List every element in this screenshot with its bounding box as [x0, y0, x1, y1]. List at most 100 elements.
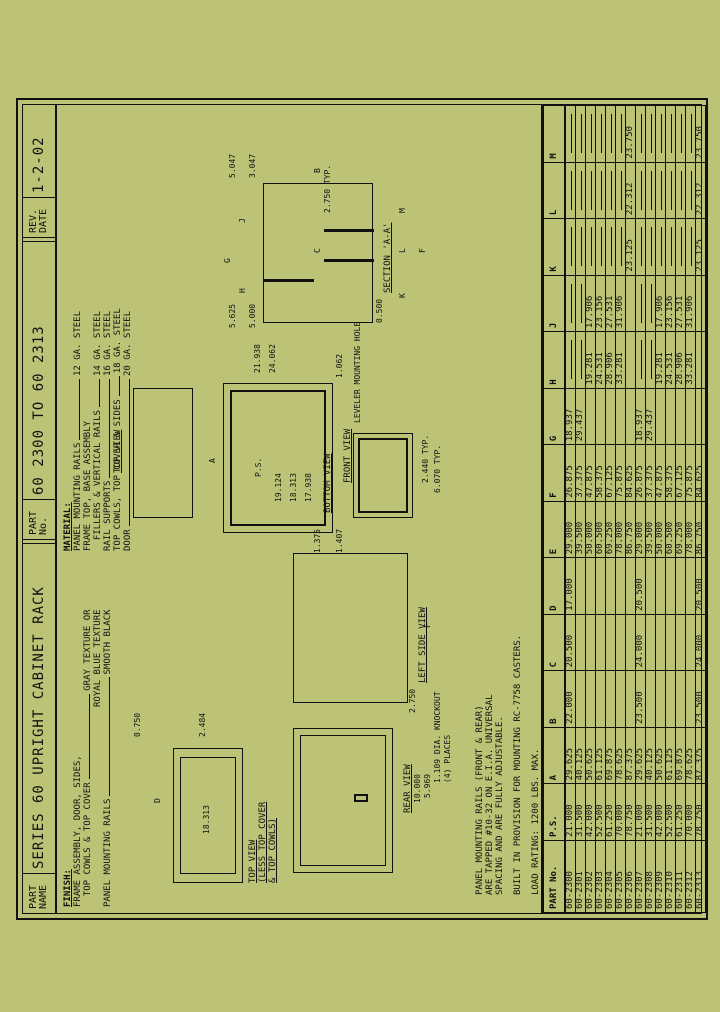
table-cell	[575, 218, 586, 276]
table-cell	[625, 275, 636, 332]
table-cell	[685, 670, 696, 728]
table-cell: 69.250	[675, 501, 686, 558]
table-cell	[665, 670, 676, 728]
table-cell	[585, 557, 596, 615]
table-cell: 39.500	[575, 501, 586, 558]
bottom-view	[353, 433, 413, 518]
table-cell	[645, 331, 656, 389]
table-cell	[625, 670, 636, 728]
table-cell	[605, 670, 616, 728]
table-cell: 60-2312	[685, 840, 696, 913]
finish-item: FRAME ASSEMBLY, DOOR, SIDES,	[73, 609, 83, 907]
table-cell	[655, 218, 666, 276]
dim-label: B	[313, 168, 322, 173]
top-view-label: TOP VIEW	[113, 429, 123, 473]
table-cell: 78.750	[695, 783, 706, 841]
table-cell: 60-2305	[615, 840, 626, 913]
table-cell: 69.875	[675, 727, 686, 784]
table-cell	[635, 218, 646, 276]
dim-label: F	[423, 623, 432, 628]
dim-label: 3.047	[248, 153, 257, 178]
table-cell: 60-2313	[695, 840, 706, 913]
table-cell: 27.531	[675, 275, 686, 332]
table-cell: 20.500	[565, 614, 576, 671]
dim-label: 19.124	[274, 473, 283, 502]
table-cell	[665, 218, 676, 276]
table-cell: 18.937	[565, 388, 576, 445]
table-cell	[615, 388, 626, 445]
table-cell: 22.000	[565, 670, 576, 728]
table-cell	[625, 614, 636, 671]
dim-label: 2.440 TYP.	[421, 434, 430, 483]
part-no: 60 2300 TO 60 2313	[23, 241, 55, 499]
table-cell: 52.500	[665, 783, 676, 841]
table-cell: 29.625	[565, 727, 576, 784]
table-cell: 87.375	[625, 727, 636, 784]
table-cell	[685, 614, 696, 671]
table-cell: 60-2301	[575, 840, 586, 913]
table-cell	[565, 105, 576, 163]
bottom-view-base-frame	[358, 438, 408, 513]
table-cell: 29.000	[565, 501, 576, 558]
table-cell	[575, 331, 586, 389]
dim-label: 5.000	[248, 303, 257, 328]
table-cell: 29.000	[635, 501, 646, 558]
table-cell	[595, 162, 606, 219]
note-load-rating: LOAD RATING: 1200 LBS. MAX.	[531, 748, 541, 895]
table-cell: 17.906	[655, 275, 666, 332]
dim-label: K	[398, 293, 407, 298]
table-cell	[665, 162, 676, 219]
front-view: P.S. 19.124 18.313 17.938	[223, 383, 333, 533]
material-item-value: 14 GA. STEEL	[93, 311, 103, 377]
table-cell: 23.500	[695, 670, 706, 728]
material-item-label: RAIL SUPPORTS	[103, 480, 113, 551]
column-header: D	[543, 557, 565, 615]
table-cell	[615, 614, 626, 671]
finish-item-value: SMOOTH BLACK	[103, 609, 113, 675]
table-cell: 18.937	[635, 388, 646, 445]
table-cell	[615, 162, 626, 219]
table-cell: 70.000	[685, 783, 696, 841]
table-cell	[615, 105, 626, 163]
material-item-value: 16 GA. STEEL	[103, 311, 113, 377]
table-cell: 60-2308	[645, 840, 656, 913]
table-cell: 28.906	[675, 331, 686, 389]
column-header: E	[543, 501, 565, 558]
table-cell	[625, 388, 636, 445]
table-cell: 29.437	[575, 388, 586, 445]
table-cell	[635, 331, 646, 389]
material-header: MATERIAL:	[63, 502, 73, 551]
table-cell	[665, 105, 676, 163]
table-cell	[615, 557, 626, 615]
dim-label: LEVELER MOUNTING HOLE	[353, 321, 362, 423]
table-cell: 86.750	[625, 501, 636, 558]
table-cell: 27.531	[605, 275, 616, 332]
table-cell: 23.125	[695, 218, 706, 276]
table-cell	[685, 162, 696, 219]
table-cell: 40.125	[575, 727, 586, 784]
column-header: H	[543, 331, 565, 389]
table-cell: 69.250	[605, 501, 616, 558]
table-cell	[565, 162, 576, 219]
dim-label: 5.625	[228, 303, 237, 328]
section-a-a-label: SECTION 'A-A'	[383, 222, 393, 293]
dim-label: 24.062	[268, 344, 277, 373]
table-cell: 31.906	[615, 275, 626, 332]
table-cell: 40.125	[645, 727, 656, 784]
dim-label: 6.070 TYP.	[433, 444, 442, 493]
table-cell	[585, 388, 596, 445]
drawing-sheet: PART NAME SERIES 60 UPRIGHT CABINET RACK…	[16, 98, 708, 920]
knockout-slot	[354, 794, 368, 802]
table-cell	[655, 105, 666, 163]
dim-label: G	[223, 258, 232, 263]
table-cell	[635, 275, 646, 332]
table-cell	[565, 218, 576, 276]
table-cell: 60-2302	[585, 840, 596, 913]
table-cell	[565, 331, 576, 389]
